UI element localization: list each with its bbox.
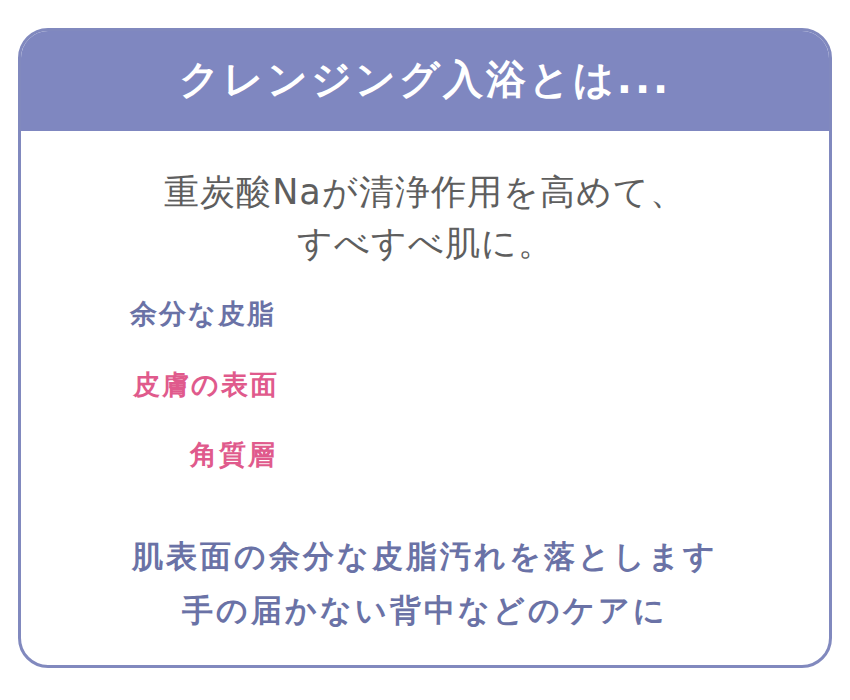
- header-band: クレンジング入浴とは...: [21, 31, 829, 131]
- info-panel: 重炭酸Naが清浄作用を高めて、 すべすべ肌に。肌表面の余分な皮脂汚れを落とします…: [18, 28, 832, 668]
- sebum-label: 余分な皮脂: [130, 296, 276, 332]
- surface-label: 皮膚の表面: [133, 367, 279, 403]
- stratum-label: 角質層: [190, 437, 277, 473]
- header-title: クレンジング入浴とは...: [21, 53, 829, 105]
- intro-text: 重炭酸Naが清浄作用を高めて、 すべすべ肌に。: [111, 167, 739, 269]
- summary-text: 肌表面の余分な皮脂汚れを落とします 手の届かない背中などのケアに: [76, 529, 774, 638]
